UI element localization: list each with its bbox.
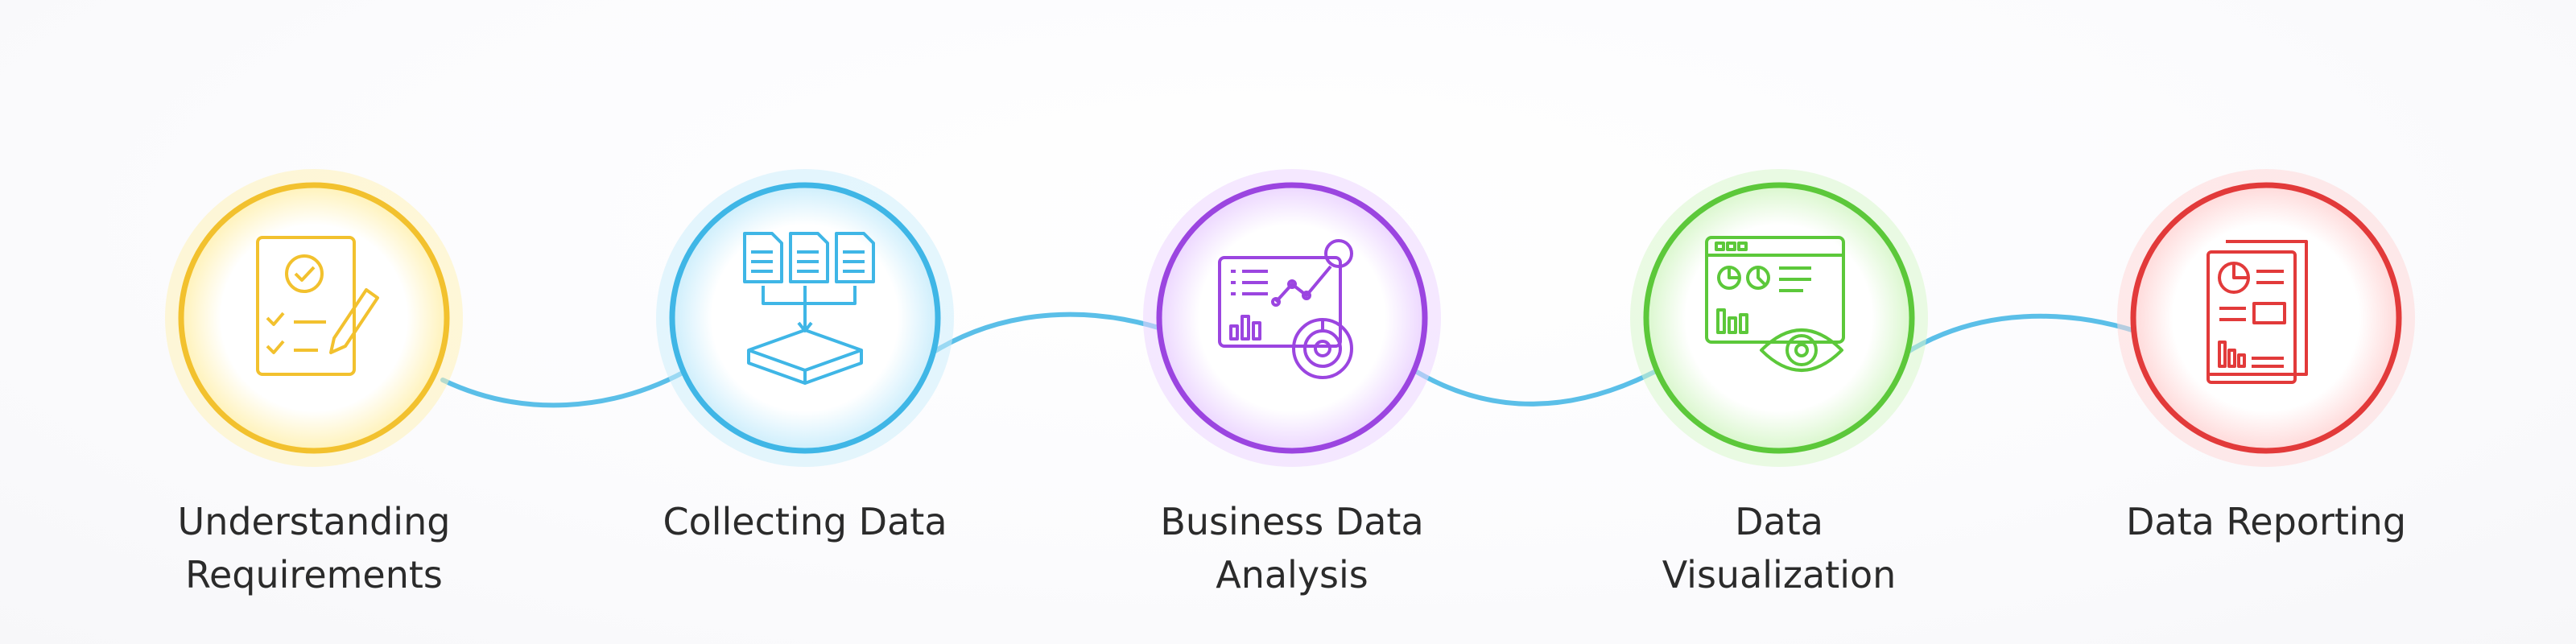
step-label: Collecting Data [663, 500, 947, 543]
step-ring [165, 169, 463, 467]
step-label: Data Reporting [2125, 500, 2407, 543]
analytics-dashboard-icon [1218, 239, 1353, 379]
connector-2-3 [927, 312, 1174, 357]
connector-4-5 [1901, 313, 2140, 357]
dashboard-eye-icon [1705, 236, 1845, 372]
connector-3-4 [1414, 369, 1657, 407]
connector-1-2 [440, 369, 687, 408]
documents-into-box-icon [743, 232, 875, 385]
step-ring [1630, 169, 1928, 467]
step-label: Business Data Analysis [1160, 500, 1424, 597]
step-ring [1143, 169, 1441, 467]
checklist-pencil-icon [256, 236, 379, 376]
report-document-icon [2207, 240, 2308, 384]
step-label: Understanding Requirements [177, 500, 451, 597]
step-ring [2117, 169, 2415, 467]
step-label: Data Visualization [1662, 500, 1897, 597]
step-ring [656, 169, 954, 467]
